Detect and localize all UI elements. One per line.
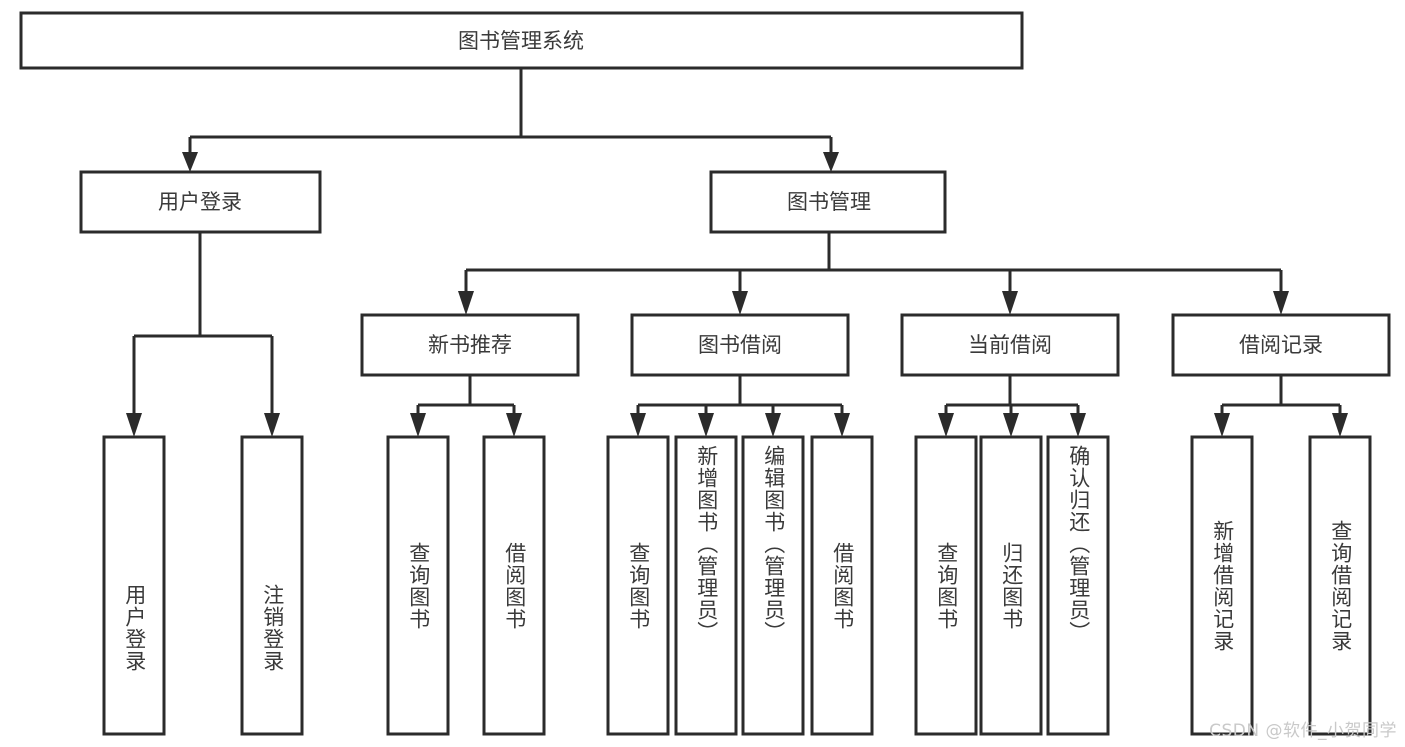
node-root-box: [19, 11, 1024, 70]
arrow-down-icon: [1214, 413, 1230, 437]
node-user-login[interactable]: 用户登录: [79, 170, 322, 234]
node-root-label: 图书管理系统: [458, 29, 584, 53]
node-new-book-recommend[interactable]: 新书推荐: [360, 313, 580, 377]
arrow-down-icon: [732, 291, 748, 315]
leaf-box-user-login-1[interactable]: [102, 435, 166, 736]
node-user-login-box: [79, 170, 322, 234]
leaf-box-current-borrow-1[interactable]: [914, 435, 978, 736]
leaf-box-user-login-2[interactable]: [240, 435, 304, 736]
connector-book-borrow-to-leaves: [630, 375, 850, 437]
arrow-down-icon: [698, 413, 714, 437]
node-current-borrow-box: [900, 313, 1120, 377]
node-current-borrow-label: 当前借阅: [968, 333, 1052, 357]
arrow-down-icon: [458, 291, 474, 315]
node-book-manage-label: 图书管理: [787, 190, 871, 214]
arrow-down-icon: [1003, 413, 1019, 437]
arrow-down-icon: [410, 413, 426, 437]
leaf-box-book-borrow-3[interactable]: [741, 435, 805, 736]
node-borrow-record-label: 借阅记录: [1239, 333, 1323, 357]
node-book-borrow-label: 图书借阅: [698, 333, 782, 357]
node-borrow-record[interactable]: 借阅记录: [1171, 313, 1391, 377]
arrow-down-icon: [823, 152, 839, 172]
node-root[interactable]: 图书管理系统: [19, 11, 1024, 70]
arrow-down-icon: [1332, 413, 1348, 437]
connector-borrow-record-to-leaves: [1214, 375, 1348, 437]
arrow-down-icon: [182, 152, 198, 172]
arrow-down-icon: [630, 413, 646, 437]
leaf-box-borrow-record-2[interactable]: [1308, 435, 1372, 736]
connector-user-login-to-leaves: [126, 232, 280, 437]
leaf-box-book-borrow-2[interactable]: [674, 435, 738, 736]
arrow-down-icon: [1070, 413, 1086, 437]
node-current-borrow[interactable]: 当前借阅: [900, 313, 1120, 377]
leaf-box-new-book-2[interactable]: [482, 435, 546, 736]
leaf-box-borrow-record-1[interactable]: [1190, 435, 1254, 736]
leaf-box-new-book-1[interactable]: [386, 435, 450, 736]
arrow-down-icon: [938, 413, 954, 437]
leaf-box-current-borrow-3[interactable]: [1046, 435, 1110, 736]
leaf-box-current-borrow-2[interactable]: [979, 435, 1043, 736]
arrow-down-icon: [1273, 291, 1289, 315]
node-user-login-label: 用户登录: [158, 190, 242, 214]
arrow-down-icon: [834, 413, 850, 437]
arrow-down-icon: [264, 413, 280, 437]
node-book-borrow[interactable]: 图书借阅: [630, 313, 850, 377]
leaf-box-book-borrow-1[interactable]: [606, 435, 670, 736]
arrow-down-icon: [126, 413, 142, 437]
node-new-book-recommend-label: 新书推荐: [428, 333, 512, 357]
connector-current-borrow-to-leaves: [938, 375, 1086, 437]
connector-book-manage-to-level3: [458, 232, 1289, 315]
node-new-book-recommend-box: [360, 313, 580, 377]
connector-root-to-level2: [182, 68, 839, 172]
node-book-manage[interactable]: 图书管理: [709, 170, 947, 234]
arrow-down-icon: [506, 413, 522, 437]
connector-new-book-to-leaves: [410, 375, 522, 437]
csdn-watermark: CSDN @软件_小贺同学: [1209, 721, 1397, 741]
leaf-box-book-borrow-4[interactable]: [810, 435, 874, 736]
arrow-down-icon: [765, 413, 781, 437]
arrow-down-icon: [1002, 291, 1018, 315]
